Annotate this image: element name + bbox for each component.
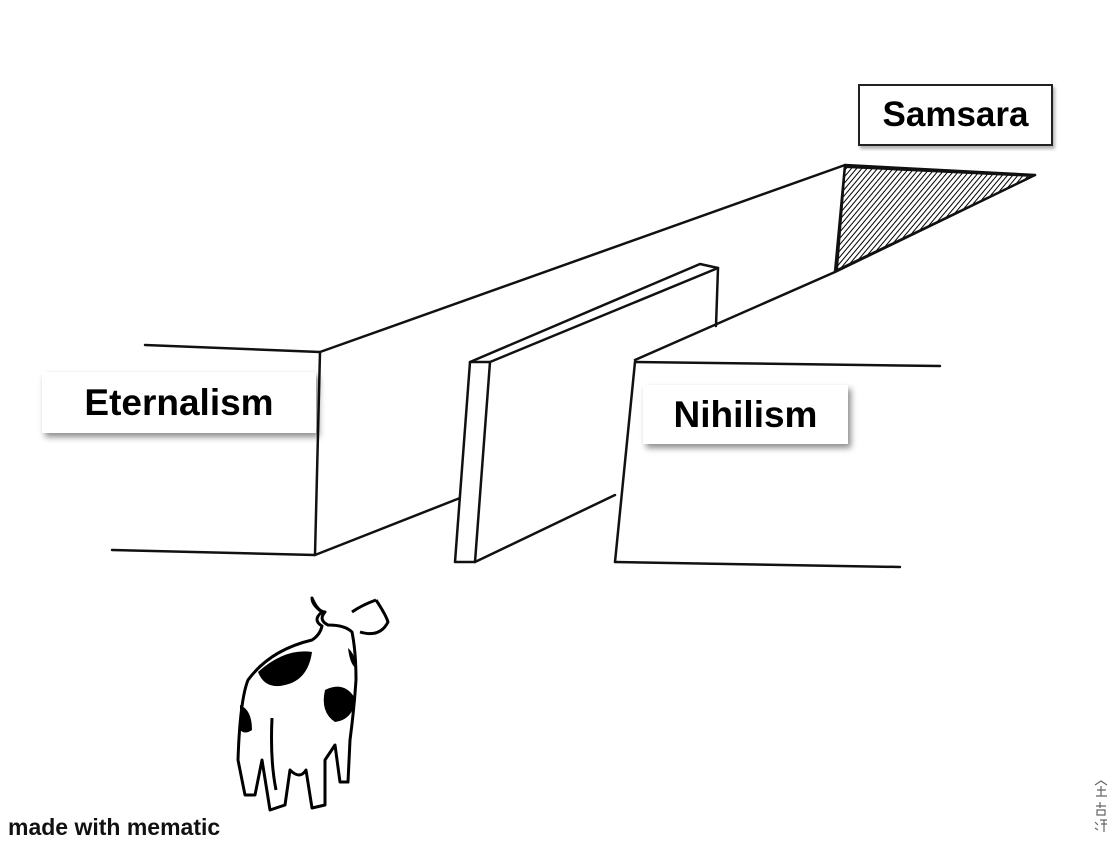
- cow-icon: [236, 596, 390, 812]
- label-nihilism: Nihilism: [643, 385, 848, 444]
- watermark: made with mematic: [8, 814, 221, 840]
- label-eternalism: Eternalism: [42, 372, 316, 433]
- left-wall: [110, 343, 462, 557]
- center-slab: [453, 262, 720, 564]
- shaded-passage: [836, 166, 1034, 271]
- signature: [1094, 780, 1108, 832]
- right-wall: [473, 360, 942, 569]
- label-samsara: Samsara: [858, 84, 1053, 146]
